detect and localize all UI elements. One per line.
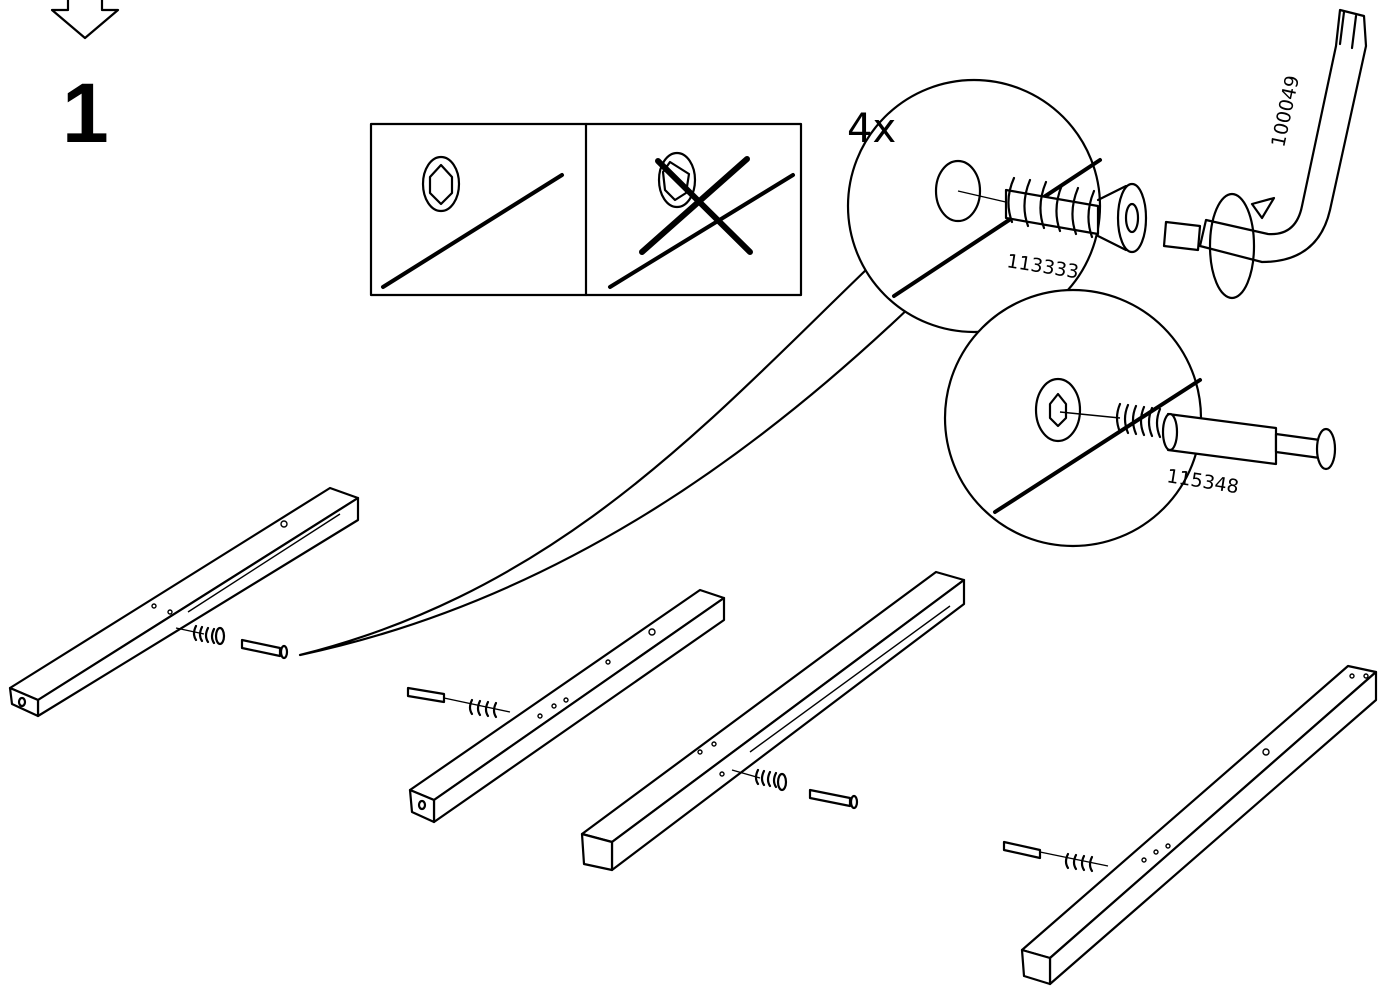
cam-screw-detail: 113333	[846, 78, 1148, 334]
allen-key-part-number: 100049	[1267, 74, 1304, 150]
rail-4	[1002, 664, 1378, 986]
rail-3-fittings	[731, 768, 859, 810]
callout-leader	[298, 266, 914, 657]
cross-mark-icon	[639, 156, 753, 255]
quantity-label: 4x	[847, 106, 896, 152]
correct-orientation-cam	[381, 155, 564, 289]
dowel	[1115, 402, 1337, 471]
down-arrow-icon	[50, 0, 120, 40]
rail-2-fittings	[406, 686, 511, 719]
rail-2	[406, 588, 726, 824]
rail-4-fittings	[1002, 840, 1109, 873]
rail-1-fittings	[175, 624, 289, 660]
rotation-arrow-icon	[1208, 192, 1276, 300]
step-number: 1	[62, 66, 109, 160]
cam-screw	[1004, 176, 1148, 254]
orientation-panel	[369, 122, 803, 297]
rail-3	[580, 570, 966, 872]
incorrect-orientation-cam	[608, 151, 795, 289]
allen-key-icon: 100049	[1162, 8, 1368, 264]
dowel-detail: 115348	[943, 288, 1337, 548]
rail-1	[8, 486, 360, 718]
